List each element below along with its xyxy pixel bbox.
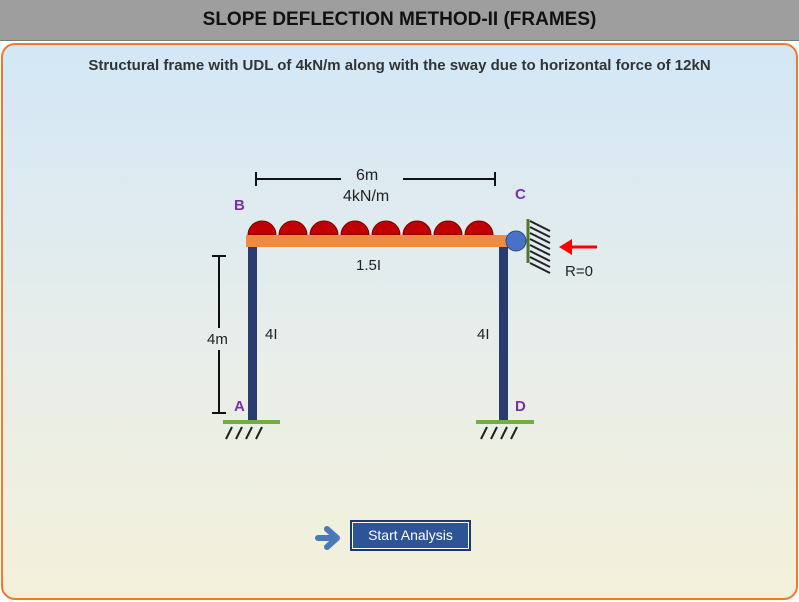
frame-diagram [212, 172, 597, 440]
height-dimension [212, 255, 226, 414]
column-left-inertia-label: 4I [265, 326, 278, 343]
problem-description: Structural frame with UDL of 4kN/m along… [88, 57, 711, 74]
column-ab [248, 244, 257, 422]
udl-load [247, 220, 494, 236]
node-d-label: D [515, 398, 526, 415]
horizontal-force-arrow [559, 239, 597, 255]
height-label: 4m [207, 331, 228, 348]
load-label: 4kN/m [343, 188, 390, 205]
span-label: 6m [356, 167, 379, 184]
wall-support-c [526, 219, 551, 274]
title-bar: SLOPE DEFLECTION METHOD-II (FRAMES) [0, 0, 799, 41]
fixed-support-a [223, 420, 280, 440]
beam-bc [246, 235, 510, 247]
node-c-label: C [515, 186, 526, 203]
column-cd [499, 244, 508, 422]
reaction-label: R=0 [565, 263, 593, 280]
content-panel: Structural frame with UDL of 4kN/m along… [1, 43, 798, 600]
fixed-support-d [476, 420, 534, 440]
roller-support-c [505, 230, 527, 252]
arrow-right-icon [315, 526, 340, 550]
page-title: SLOPE DEFLECTION METHOD-II (FRAMES) [202, 9, 597, 30]
node-a-label: A [234, 398, 245, 415]
node-b-label: B [234, 197, 245, 214]
beam-inertia-label: 1.5I [356, 257, 382, 274]
span-dimension [255, 172, 496, 186]
column-right-inertia-label: 4I [477, 326, 490, 343]
start-analysis-button[interactable]: Start Analysis [350, 520, 471, 551]
